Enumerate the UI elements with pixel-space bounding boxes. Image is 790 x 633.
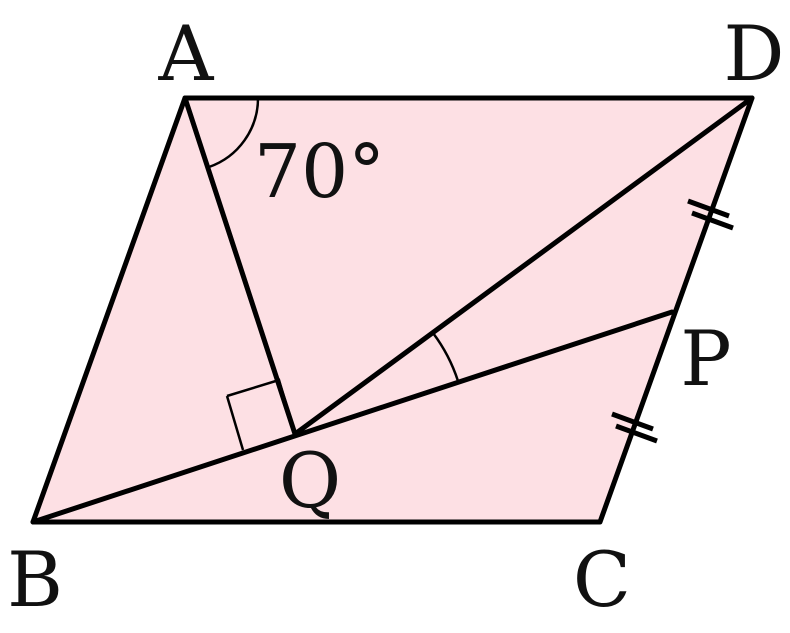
angle-label: 70° (254, 129, 385, 215)
right-angle-marker-side (225, 395, 245, 451)
angle-arc-a (208, 97, 260, 169)
vertex-label-b: B (7, 535, 63, 624)
segment-bp (30, 309, 675, 525)
segment-qd (292, 95, 755, 437)
segment-aq (182, 95, 298, 437)
angle-arc-q (432, 332, 460, 382)
vertex-label-a: A (158, 9, 215, 98)
vertex-label-d: D (724, 9, 785, 98)
tick-pc-1 (611, 411, 654, 432)
tick-pc-2 (615, 423, 658, 444)
vertex-label-p: P (680, 314, 731, 403)
parallelogram-fill (33, 98, 752, 522)
tick-dp-1 (687, 198, 730, 219)
parallelogram-outline (30, 95, 755, 525)
tick-dp-2 (691, 210, 734, 231)
vertex-label-q: Q (279, 436, 341, 525)
vertex-label-c: C (573, 535, 631, 624)
